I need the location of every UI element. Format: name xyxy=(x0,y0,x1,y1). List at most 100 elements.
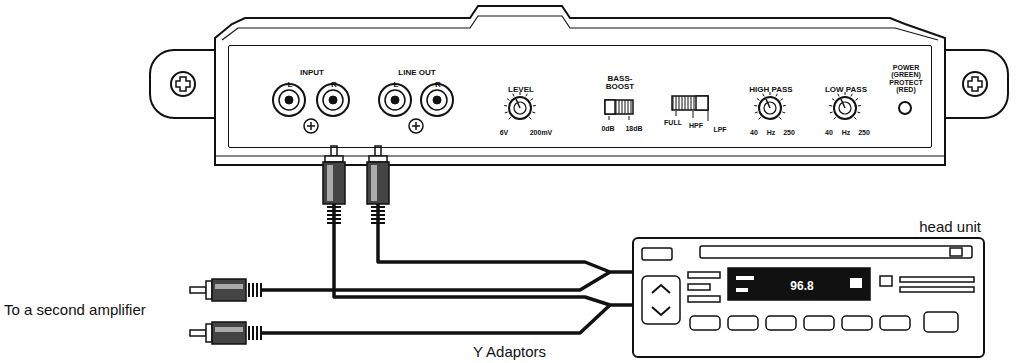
panel-label: 250 xyxy=(858,129,870,136)
control-knob xyxy=(754,105,757,106)
control-knob xyxy=(531,99,533,101)
control-knob xyxy=(766,99,770,108)
control-knob xyxy=(533,105,536,106)
control-knob xyxy=(529,117,531,119)
control-knob xyxy=(763,94,764,97)
panel-label: LOW PASS xyxy=(825,86,867,94)
control-knob xyxy=(504,105,507,106)
control-knob xyxy=(779,117,781,119)
device-label: head unit xyxy=(919,219,981,234)
mounting-screw xyxy=(171,72,195,96)
rca-plug xyxy=(215,284,243,289)
panel-label: FULL xyxy=(664,119,682,126)
rca-plug xyxy=(190,287,206,293)
head-unit-face xyxy=(880,316,910,330)
rca-jack xyxy=(279,90,299,110)
panel-label: POWER (GREEN) PROTECT (RED) xyxy=(888,64,924,93)
head-unit-face xyxy=(804,316,834,330)
rca-plug xyxy=(327,207,341,223)
rca-plug xyxy=(190,279,261,344)
head-unit-face xyxy=(642,248,672,260)
control-knob xyxy=(830,112,833,114)
slide-switch xyxy=(605,96,708,121)
head-unit-face xyxy=(736,288,748,292)
control-knob xyxy=(507,99,509,101)
control-knob xyxy=(509,97,531,119)
rca-plug xyxy=(249,326,261,340)
y-adaptor-wire xyxy=(262,272,610,333)
amplifier-body xyxy=(222,16,938,40)
head-unit-face xyxy=(700,246,972,258)
panel-label: R xyxy=(331,81,337,89)
panel-label: L xyxy=(394,81,399,89)
power-led xyxy=(899,102,911,114)
y-adaptor-wire xyxy=(262,272,610,290)
power-led xyxy=(899,102,911,114)
rca-jack xyxy=(391,96,399,104)
panel-label: Hz xyxy=(842,129,851,136)
head-unit-face xyxy=(924,312,958,332)
control-knob xyxy=(858,105,861,106)
control-knob xyxy=(832,99,834,101)
rca-plug xyxy=(206,324,212,342)
display-readout: 96.8 xyxy=(790,280,813,292)
panel-label: HIGH PASS xyxy=(749,86,792,94)
panel-screw xyxy=(412,122,420,130)
amplifier-body xyxy=(150,6,1008,165)
rca-plug xyxy=(249,283,261,297)
head-unit-face xyxy=(842,316,872,330)
head-unit-face xyxy=(900,277,974,282)
panel-label: Hz xyxy=(767,129,776,136)
control-knob xyxy=(757,99,759,101)
slide-switch xyxy=(696,96,708,110)
rca-plug xyxy=(206,281,212,299)
panel-label: INPUT xyxy=(300,69,324,77)
head-unit: head unit96.8 xyxy=(632,237,985,358)
control-knob xyxy=(856,99,858,101)
y-adaptor-wire xyxy=(262,305,610,333)
control-knob xyxy=(838,94,839,97)
control-knob xyxy=(505,112,508,114)
panel-label: BASS-BOOST xyxy=(603,75,637,92)
control-knob xyxy=(504,92,861,119)
control-knob xyxy=(829,105,832,106)
rca-jack xyxy=(427,90,447,110)
head-unit-face xyxy=(642,276,680,324)
mounting-screw xyxy=(176,77,190,91)
panel-screw xyxy=(304,119,318,133)
head-unit-face xyxy=(950,248,962,256)
control-knob xyxy=(516,99,520,108)
rca-plug xyxy=(371,165,377,201)
rca-plug xyxy=(369,156,387,162)
control-knob xyxy=(532,112,535,114)
callout-label: Y Adaptors xyxy=(473,344,546,361)
mounting-screw xyxy=(968,77,982,91)
control-knob xyxy=(841,99,845,108)
amplifier-body xyxy=(215,6,945,165)
rca-jack xyxy=(323,90,343,110)
control-knob xyxy=(755,112,758,114)
head-unit-face xyxy=(736,276,754,280)
slide-switch xyxy=(672,96,708,110)
control-knob xyxy=(759,97,781,119)
control-knob xyxy=(851,94,852,97)
rca-plug xyxy=(212,322,246,344)
rca-jack xyxy=(433,96,441,104)
amplifier-panel: INPUTLRLINE OUTLRLEVEL6V200mVBASS-BOOST0… xyxy=(228,45,932,148)
head-unit-face xyxy=(766,316,796,330)
rca-jack xyxy=(385,90,405,110)
slide-switch xyxy=(605,100,615,114)
head-unit-face xyxy=(688,272,720,278)
rca-plug xyxy=(325,156,343,162)
panel-label: 200mV xyxy=(530,129,553,136)
rca-cable xyxy=(334,148,632,305)
panel-label: L xyxy=(288,81,293,89)
panel-label: R xyxy=(435,81,441,89)
control-knob xyxy=(783,105,786,106)
rca-cable xyxy=(378,148,632,272)
panel-screw xyxy=(409,119,423,133)
